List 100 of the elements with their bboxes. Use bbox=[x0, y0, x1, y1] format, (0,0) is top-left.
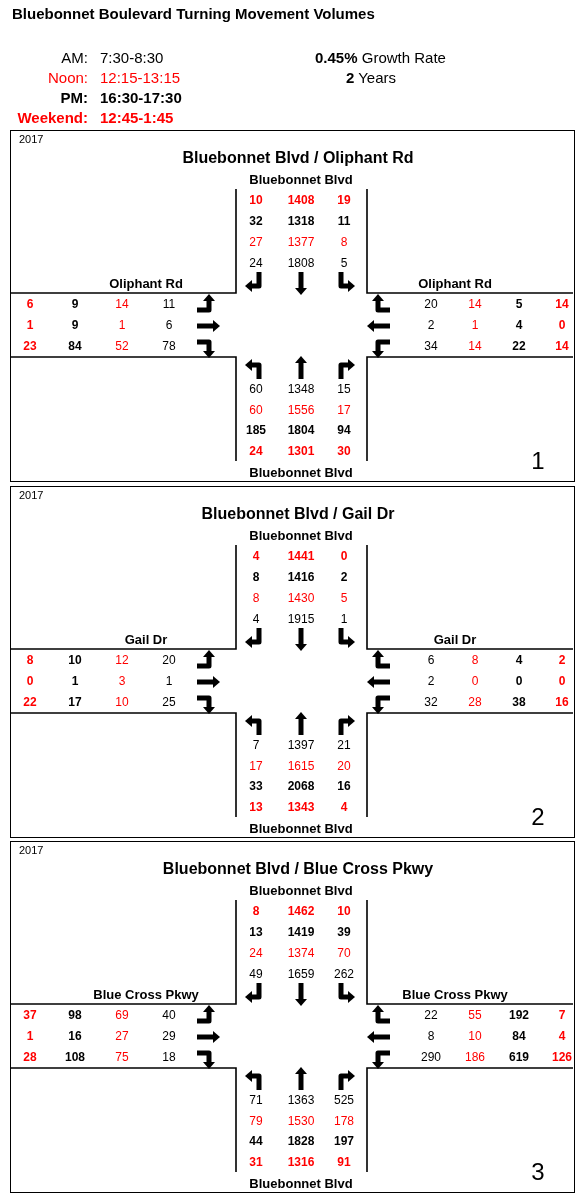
volume-count: 1408 bbox=[287, 194, 315, 208]
volume-count: 78 bbox=[162, 340, 176, 354]
street-name: Blue Cross Pkwy bbox=[402, 987, 508, 1003]
volume-count: 8 bbox=[252, 571, 260, 585]
volume-count: 1556 bbox=[287, 404, 315, 418]
volume-count: 1 bbox=[26, 319, 34, 333]
year-label: 2017 bbox=[19, 844, 44, 857]
intersection-title: Bluebonnet Blvd / Gail Dr bbox=[201, 505, 395, 523]
volume-count: 262 bbox=[334, 968, 354, 982]
volume-count: 2 bbox=[427, 319, 435, 333]
volume-count: 108 bbox=[65, 1051, 85, 1065]
volume-count: 1374 bbox=[287, 947, 315, 961]
volume-count: 1377 bbox=[287, 236, 315, 250]
volume-count: 15 bbox=[337, 383, 351, 397]
volume-count: 16 bbox=[337, 780, 351, 794]
growth-rate-note: 0.45% Growth Rate bbox=[315, 50, 446, 67]
intersection-number: 2 bbox=[531, 803, 545, 831]
volume-count: 2 bbox=[427, 675, 435, 689]
volume-count: 11 bbox=[337, 215, 351, 229]
intersection-panel bbox=[10, 841, 575, 1193]
time-range: 16:30-17:30 bbox=[100, 90, 182, 107]
volume-count: 197 bbox=[334, 1135, 354, 1149]
volume-count: 14 bbox=[555, 298, 569, 312]
volume-count: 55 bbox=[468, 1009, 482, 1023]
volume-count: 4 bbox=[515, 654, 523, 668]
volume-count: 20 bbox=[424, 298, 438, 312]
volume-count: 619 bbox=[509, 1051, 529, 1065]
volume-count: 4 bbox=[515, 319, 523, 333]
volume-count: 8 bbox=[471, 654, 479, 668]
street-name: Bluebonnet Blvd bbox=[249, 465, 353, 481]
volume-count: 1 bbox=[118, 319, 126, 333]
volume-count: 8 bbox=[252, 592, 260, 606]
volume-count: 24 bbox=[249, 445, 263, 459]
volume-count: 2068 bbox=[287, 780, 315, 794]
volume-count: 1 bbox=[26, 1030, 34, 1044]
intersection-panel bbox=[10, 130, 575, 482]
volume-count: 27 bbox=[249, 236, 263, 250]
volume-count: 178 bbox=[334, 1115, 354, 1129]
intersection-title: Bluebonnet Blvd / Oliphant Rd bbox=[182, 149, 414, 167]
volume-count: 8 bbox=[252, 905, 260, 919]
volume-count: 525 bbox=[334, 1094, 354, 1108]
volume-count: 18 bbox=[162, 1051, 176, 1065]
volume-count: 7 bbox=[558, 1009, 566, 1023]
street-name: Oliphant Rd bbox=[418, 276, 492, 292]
volume-count: 25 bbox=[162, 696, 176, 710]
volume-count: 10 bbox=[468, 1030, 482, 1044]
volume-count: 21 bbox=[337, 739, 351, 753]
volume-count: 16 bbox=[555, 696, 569, 710]
time-period-label: Weekend: bbox=[17, 110, 88, 127]
volume-count: 1 bbox=[471, 319, 479, 333]
volume-count: 91 bbox=[337, 1156, 351, 1170]
volume-count: 1 bbox=[340, 613, 348, 627]
volume-count: 22 bbox=[512, 340, 526, 354]
volume-count: 2 bbox=[558, 654, 566, 668]
volume-count: 14 bbox=[468, 340, 482, 354]
volume-count: 17 bbox=[249, 760, 263, 774]
volume-count: 5 bbox=[340, 592, 348, 606]
time-period-label: PM: bbox=[60, 90, 88, 107]
volume-count: 8 bbox=[340, 236, 348, 250]
year-label: 2017 bbox=[19, 133, 44, 146]
volume-count: 34 bbox=[424, 340, 438, 354]
volume-count: 20 bbox=[162, 654, 176, 668]
diagram-title: Bluebonnet Boulevard Turning Movement Volumes bbox=[12, 6, 375, 23]
volume-count: 40 bbox=[162, 1009, 176, 1023]
volume-count: 1430 bbox=[287, 592, 315, 606]
volume-count: 70 bbox=[337, 947, 351, 961]
time-range: 12:15-13:15 bbox=[100, 70, 181, 87]
volume-count: 94 bbox=[337, 424, 351, 438]
time-range: 12:45-1:45 bbox=[100, 110, 174, 127]
volume-count: 38 bbox=[512, 696, 526, 710]
volume-count: 23 bbox=[23, 340, 37, 354]
volume-count: 12 bbox=[115, 654, 129, 668]
time-range: 7:30-8:30 bbox=[100, 50, 164, 67]
volume-count: 14 bbox=[115, 298, 129, 312]
volume-count: 4 bbox=[252, 550, 260, 564]
volume-count: 4 bbox=[558, 1030, 566, 1044]
time-period-label: AM: bbox=[61, 50, 88, 67]
volume-count: 17 bbox=[337, 404, 351, 418]
volume-count: 1419 bbox=[287, 926, 315, 940]
volume-count: 1363 bbox=[287, 1094, 315, 1108]
volume-count: 1462 bbox=[287, 905, 315, 919]
volume-count: 69 bbox=[115, 1009, 129, 1023]
intersection-number: 1 bbox=[531, 447, 545, 475]
volume-count: 10 bbox=[249, 194, 263, 208]
volume-count: 4 bbox=[252, 613, 260, 627]
street-name: Bluebonnet Blvd bbox=[249, 821, 353, 837]
volume-count: 5 bbox=[515, 298, 523, 312]
volume-count: 6 bbox=[427, 654, 435, 668]
volume-count: 1659 bbox=[287, 968, 315, 982]
volume-count: 24 bbox=[249, 257, 263, 271]
volume-count: 13 bbox=[249, 926, 263, 940]
analysis-years-note: 2 Years bbox=[346, 70, 397, 87]
volume-count: 1804 bbox=[287, 424, 315, 438]
volume-count: 16 bbox=[68, 1030, 82, 1044]
street-name: Bluebonnet Blvd bbox=[249, 1176, 353, 1192]
volume-count: 0 bbox=[340, 550, 348, 564]
volume-count: 19 bbox=[337, 194, 351, 208]
volume-count: 14 bbox=[468, 298, 482, 312]
volume-count: 8 bbox=[427, 1030, 435, 1044]
volume-count: 0 bbox=[471, 675, 479, 689]
